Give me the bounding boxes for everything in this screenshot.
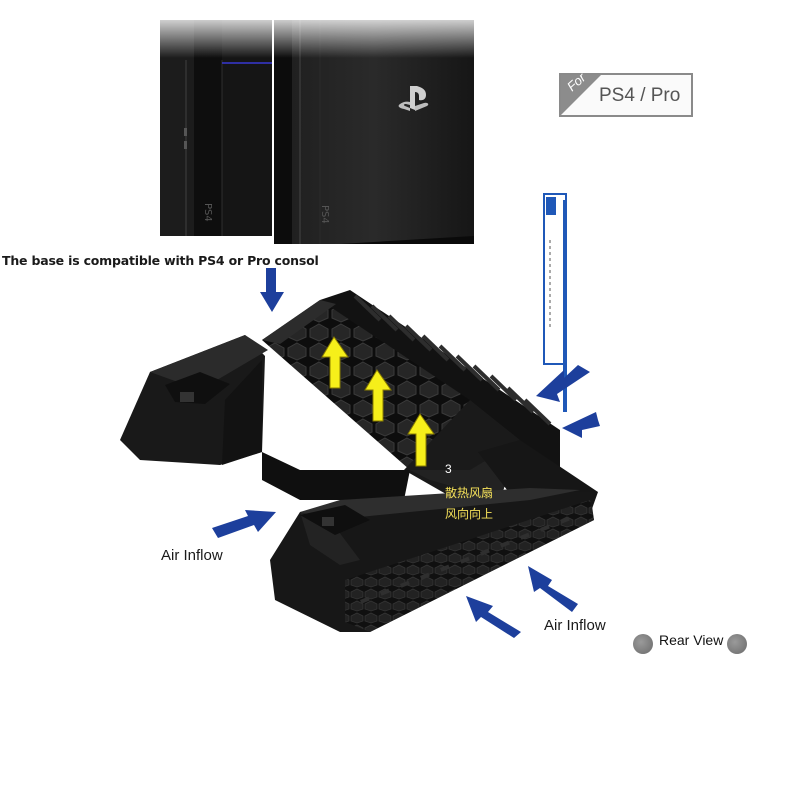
badge-corner	[561, 75, 601, 115]
svg-text:PS4: PS4	[202, 203, 213, 222]
arrow-icon	[466, 596, 521, 638]
compatibility-badge: For PS4 / Pro	[559, 70, 693, 117]
arrow-icon	[260, 268, 284, 312]
svg-text:PS4: PS4	[319, 205, 330, 224]
rear-view-label: Rear View	[659, 632, 724, 648]
arrow-icon	[528, 566, 578, 612]
arrow-icon	[562, 412, 600, 438]
fan-number: 3	[445, 462, 452, 476]
arrow-icon	[212, 510, 276, 538]
up-arrow-icon	[407, 413, 435, 467]
up-arrow-icon	[364, 369, 392, 422]
fan-up-arrows	[321, 336, 435, 467]
game-case	[543, 193, 567, 412]
badge-label: PS4 / Pro	[599, 85, 681, 106]
airflow-arrows	[212, 268, 600, 638]
fan-label-line2: 风向向上	[445, 507, 494, 521]
compatibility-caption: The base is compatible with PS4 or Pro c…	[2, 253, 319, 268]
up-arrow-icon	[321, 336, 349, 389]
fan-label-line1: 散热风扇	[445, 486, 494, 500]
rear-view-right-dot	[727, 634, 747, 654]
air-inflow-label-right: Air Inflow	[544, 617, 606, 634]
arrow-icon	[536, 365, 590, 402]
vertical-stand	[120, 290, 598, 632]
rear-view-left-dot	[633, 634, 653, 654]
air-inflow-label-left: Air Inflow	[161, 547, 223, 564]
playstation-logo-icon	[398, 86, 429, 111]
